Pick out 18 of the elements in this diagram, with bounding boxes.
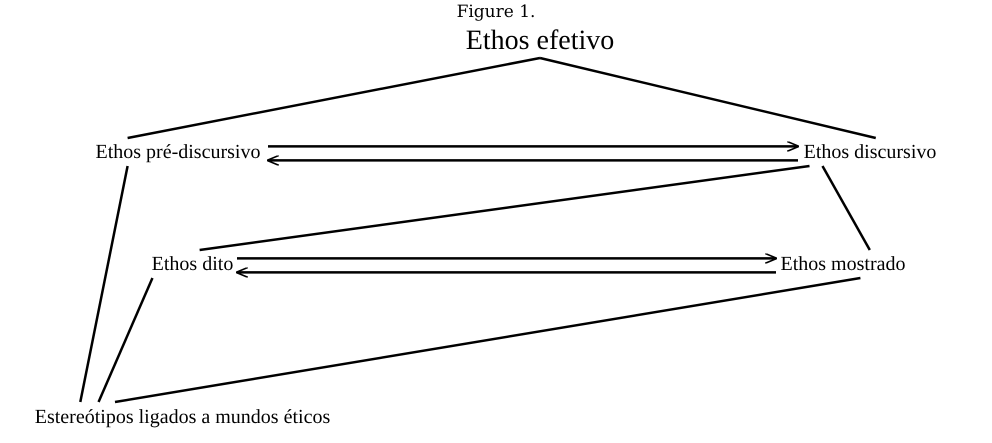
concept-label: Ethos pré-discursivo [88,138,268,166]
connector-line [79,166,129,402]
arrow [266,154,798,166]
concept-label: Ethos discursivo [798,138,942,166]
arrow [235,266,776,278]
arrow [237,252,778,264]
concept-label: Ethos mostrado [776,250,910,278]
connector-line [540,56,876,140]
concept-label: Ethos efetivo [430,24,650,58]
connector-line [127,56,540,140]
concept-label: Estereótipos ligados a mundos éticos [0,402,365,432]
connector-line [199,164,810,252]
figure-title: Figure 1. [456,2,536,22]
concept-label: Ethos dito [148,250,237,278]
connector-line [97,278,154,402]
connector-line [821,165,871,251]
arrow [268,140,800,152]
connector-line [114,276,861,404]
